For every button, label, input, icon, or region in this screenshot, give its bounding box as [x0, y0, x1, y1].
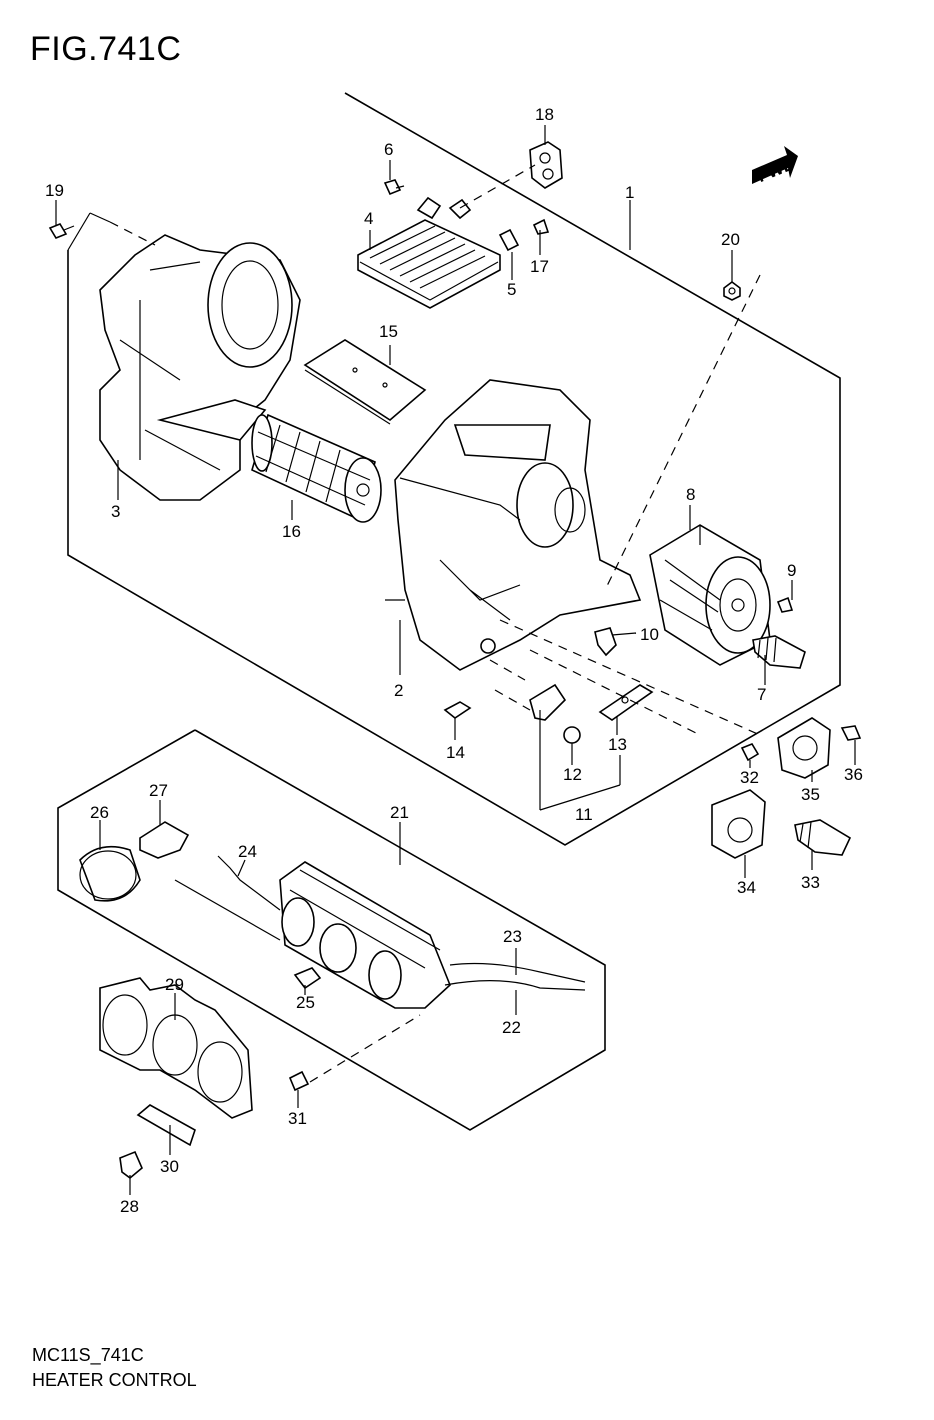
callout-7: 7 — [757, 685, 766, 704]
knob-part-26 — [79, 845, 141, 902]
fwd-arrow-icon: FWD — [752, 146, 798, 186]
callout-24: 24 — [238, 842, 257, 861]
callout-20: 20 — [721, 230, 740, 249]
pad-part-27 — [139, 821, 190, 859]
clip-part-10 — [594, 627, 617, 657]
callout-2: 2 — [394, 681, 403, 700]
alignment-lines — [109, 164, 761, 1083]
faceplate-part-29 — [99, 977, 253, 1119]
control-head-unit — [279, 861, 451, 1009]
heater-core — [357, 196, 501, 309]
lever-part-13 — [598, 684, 654, 721]
screw-part-9 — [776, 596, 794, 613]
callout-30: 30 — [160, 1157, 179, 1176]
diagram-code: MC11S_741C — [32, 1345, 144, 1365]
callout-1: 1 — [625, 183, 634, 202]
link-part-12 — [529, 683, 581, 744]
callout-15: 15 — [379, 322, 398, 341]
callout-numbers: 1 2 3 4 5 6 7 8 9 10 11 12 13 14 15 16 1… — [45, 105, 863, 1216]
heater-unit-frame — [67, 92, 841, 846]
clip-part-5 — [498, 228, 520, 252]
callout-17: 17 — [530, 257, 549, 276]
control-panel-frame — [57, 729, 606, 1131]
callout-9: 9 — [787, 561, 796, 580]
actuator-part-35 — [777, 717, 831, 779]
callout-26: 26 — [90, 803, 109, 822]
callout-13: 13 — [608, 735, 627, 754]
bulb-part-25 — [293, 967, 322, 990]
callout-16: 16 — [282, 522, 301, 541]
callout-34: 34 — [737, 878, 756, 897]
callout-29: 29 — [165, 975, 184, 994]
screw-part-36 — [840, 725, 862, 741]
callout-5: 5 — [507, 280, 516, 299]
callout-8: 8 — [686, 485, 695, 504]
callout-32: 32 — [740, 768, 759, 787]
right-case-half — [385, 379, 642, 671]
cap-part-28 — [119, 1150, 143, 1180]
diagram-name: HEATER CONTROL — [32, 1370, 197, 1390]
leader-lines — [55, 125, 856, 1195]
callout-28: 28 — [120, 1197, 139, 1216]
callout-22: 22 — [502, 1018, 521, 1037]
bracket-part-14 — [443, 701, 472, 719]
callout-11: 11 — [575, 805, 593, 824]
callout-19: 19 — [45, 181, 64, 200]
blower-resistor — [752, 635, 806, 669]
callout-21: 21 — [390, 803, 409, 822]
callout-36: 36 — [844, 765, 863, 784]
callout-10: 10 — [640, 625, 659, 644]
plate-part-30 — [136, 1104, 196, 1147]
figure-title: FIG.741C — [30, 30, 182, 68]
callout-12: 12 — [563, 765, 582, 784]
screw-part-6 — [383, 179, 405, 196]
cap-part-32 — [740, 743, 760, 762]
sensor-part-33 — [794, 819, 852, 856]
callout-33: 33 — [801, 873, 820, 892]
grommet-part-18 — [529, 141, 563, 189]
nut-part-20 — [723, 281, 741, 301]
blower-motor — [649, 524, 771, 666]
callout-31: 31 — [288, 1109, 307, 1128]
callout-3: 3 — [111, 502, 120, 521]
screw-part-31 — [288, 1070, 310, 1092]
fwd-label: FWD — [755, 154, 798, 186]
left-case-half — [99, 234, 301, 501]
callout-6: 6 — [384, 140, 393, 159]
callout-35: 35 — [801, 785, 820, 804]
actuator-part-34 — [711, 789, 766, 859]
callout-4: 4 — [364, 209, 373, 228]
filter-plate — [303, 339, 427, 425]
callout-25: 25 — [296, 993, 315, 1012]
screw-part-17 — [532, 218, 550, 235]
callout-23: 23 — [503, 927, 522, 946]
cable-part-24 — [174, 855, 281, 941]
control-cables — [444, 962, 586, 991]
callout-14: 14 — [446, 743, 465, 762]
callout-18: 18 — [535, 105, 554, 124]
callout-27: 27 — [149, 781, 168, 800]
blower-wheel-cage — [251, 413, 382, 523]
bolt-part-19 — [48, 223, 75, 239]
